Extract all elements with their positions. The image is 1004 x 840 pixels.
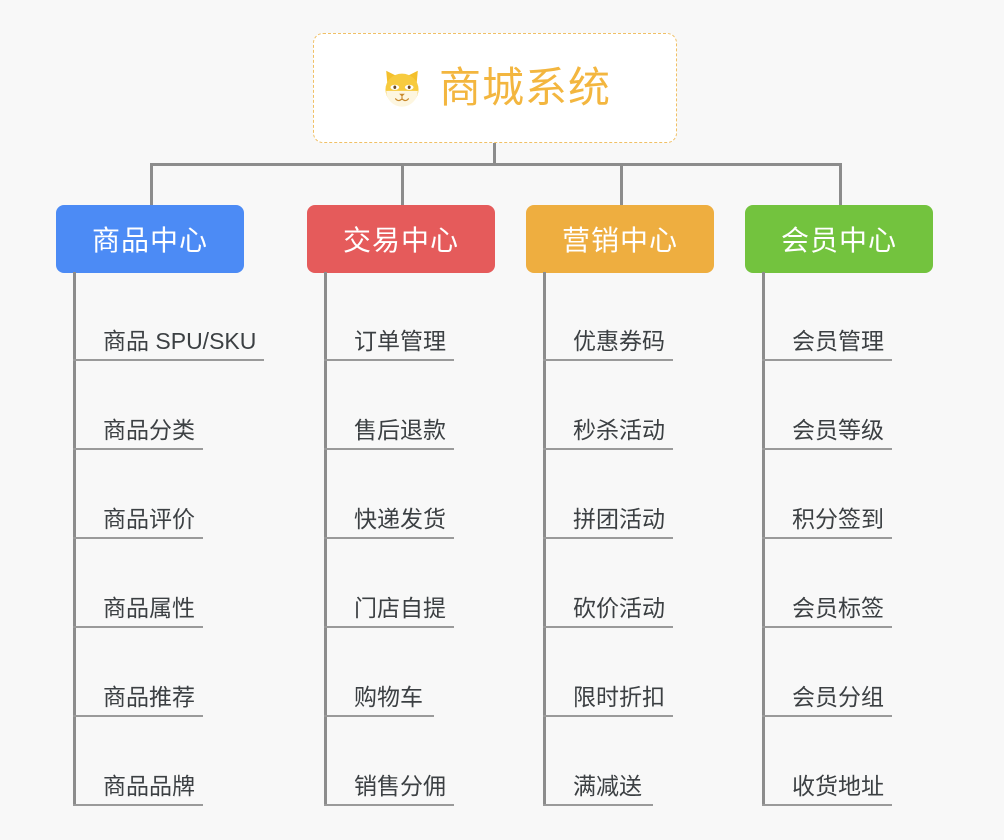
leaf-item-label: 商品品牌: [103, 773, 195, 799]
leaf-item-underline: [543, 359, 673, 361]
leaf-item-label: 会员标签: [792, 595, 884, 621]
leaf-item-underline: [543, 804, 653, 806]
leaf-item[interactable]: 商品属性: [73, 539, 283, 628]
leaf-item-label: 拼团活动: [573, 506, 665, 532]
leaf-item[interactable]: 快递发货: [324, 450, 504, 539]
leaf-item-label: 收货地址: [792, 773, 884, 799]
leaf-item-underline: [73, 626, 203, 628]
leaf-item-underline: [543, 448, 673, 450]
category-header-marketing-label: 营销中心: [561, 225, 678, 256]
leaf-item-underline: [324, 804, 454, 806]
leaf-item[interactable]: 会员标签: [762, 539, 942, 628]
leaf-item-label: 会员等级: [792, 417, 884, 443]
leaf-item-label: 商品分类: [103, 417, 195, 443]
leaf-item[interactable]: 会员分组: [762, 628, 942, 717]
leaf-item-underline: [324, 359, 454, 361]
branch-marketing: 优惠券码秒杀活动拼团活动砍价活动限时折扣满减送: [543, 272, 723, 806]
leaf-item[interactable]: 优惠券码: [543, 272, 723, 361]
leaf-item[interactable]: 砍价活动: [543, 539, 723, 628]
leaf-item-underline: [762, 537, 892, 539]
shiba-inu-dog-face-icon: [385, 70, 419, 107]
leaf-item-underline: [324, 448, 454, 450]
leaf-item-label: 商品属性: [103, 595, 195, 621]
category-header-member-label: 会员中心: [780, 225, 897, 256]
leaf-item[interactable]: 商品品牌: [73, 717, 283, 806]
leaf-item-underline: [73, 359, 264, 361]
leaf-item[interactable]: 秒杀活动: [543, 361, 723, 450]
leaf-item[interactable]: 积分签到: [762, 450, 942, 539]
leaf-item-underline: [73, 448, 203, 450]
leaf-item-underline: [762, 359, 892, 361]
connector-drop-marketing: [620, 163, 623, 205]
leaf-item-label: 销售分佣: [354, 773, 446, 799]
leaf-item-label: 商品评价: [103, 506, 195, 532]
leaf-item[interactable]: 满减送: [543, 717, 723, 806]
leaf-item-label: 会员管理: [792, 328, 884, 354]
leaf-item-underline: [762, 626, 892, 628]
branch-member: 会员管理会员等级积分签到会员标签会员分组收货地址: [762, 272, 942, 806]
connector-drop-member: [839, 163, 842, 205]
leaf-item-label: 商品推荐: [103, 684, 195, 710]
branch-trade: 订单管理售后退款快递发货门店自提购物车销售分佣: [324, 272, 504, 806]
branch-spine-trade: [324, 272, 327, 806]
branch-spine-product: [73, 272, 76, 806]
leaf-item-underline: [324, 715, 434, 717]
leaf-item-label: 购物车: [354, 684, 423, 710]
leaf-item[interactable]: 售后退款: [324, 361, 504, 450]
leaf-item[interactable]: 购物车: [324, 628, 504, 717]
leaf-item-underline: [762, 804, 892, 806]
connector-drop-trade: [401, 163, 404, 205]
leaf-item-underline: [543, 537, 673, 539]
leaf-item-label: 快递发货: [354, 506, 446, 532]
leaf-item[interactable]: 门店自提: [324, 539, 504, 628]
leaf-item-label: 订单管理: [354, 328, 446, 354]
branch-spine-member: [762, 272, 765, 806]
leaf-item-underline: [73, 804, 203, 806]
connector-drop-product: [150, 163, 153, 205]
leaf-item-label: 满减送: [573, 773, 642, 799]
leaf-item-underline: [762, 448, 892, 450]
category-header-product[interactable]: 商品中心: [56, 205, 244, 273]
root-node-title: 商城系统: [438, 64, 611, 111]
leaf-item[interactable]: 订单管理: [324, 272, 504, 361]
leaf-item-label: 秒杀活动: [573, 417, 665, 443]
leaf-item-underline: [73, 537, 203, 539]
leaf-item-label: 售后退款: [354, 417, 446, 443]
leaf-item-label: 商品 SPU/SKU: [103, 328, 257, 354]
leaf-item-label: 会员分组: [792, 684, 884, 710]
leaf-item-label: 限时折扣: [573, 684, 665, 710]
category-header-trade[interactable]: 交易中心: [307, 205, 495, 273]
leaf-item-underline: [543, 626, 673, 628]
category-header-member[interactable]: 会员中心: [745, 205, 933, 273]
connector-horizontal-bus: [150, 163, 842, 166]
branch-spine-marketing: [543, 272, 546, 806]
leaf-item-underline: [762, 715, 892, 717]
leaf-item-label: 砍价活动: [573, 595, 665, 621]
root-node-shop-system[interactable]: 商城系统: [313, 33, 677, 143]
leaf-item[interactable]: 商品 SPU/SKU: [73, 272, 283, 361]
branch-product: 商品 SPU/SKU 商品分类商品评价商品属性商品推荐商品品牌: [73, 272, 283, 806]
leaf-item[interactable]: 商品推荐: [73, 628, 283, 717]
category-header-marketing[interactable]: 营销中心: [526, 205, 714, 273]
leaf-item-label: 门店自提: [354, 595, 446, 621]
leaf-item[interactable]: 限时折扣: [543, 628, 723, 717]
category-header-trade-label: 交易中心: [342, 225, 459, 256]
leaf-item[interactable]: 会员管理: [762, 272, 942, 361]
leaf-item[interactable]: 商品分类: [73, 361, 283, 450]
leaf-item-underline: [543, 715, 673, 717]
leaf-item[interactable]: 商品评价: [73, 450, 283, 539]
leaf-item-label: 优惠券码: [573, 328, 665, 354]
category-header-product-label: 商品中心: [91, 225, 208, 256]
connector-root-stem: [493, 143, 496, 165]
leaf-item-label: 积分签到: [792, 506, 884, 532]
leaf-item[interactable]: 拼团活动: [543, 450, 723, 539]
leaf-item[interactable]: 会员等级: [762, 361, 942, 450]
leaf-item[interactable]: 收货地址: [762, 717, 942, 806]
leaf-item-underline: [73, 715, 203, 717]
leaf-item-underline: [324, 626, 454, 628]
leaf-item-underline: [324, 537, 454, 539]
leaf-item[interactable]: 销售分佣: [324, 717, 504, 806]
